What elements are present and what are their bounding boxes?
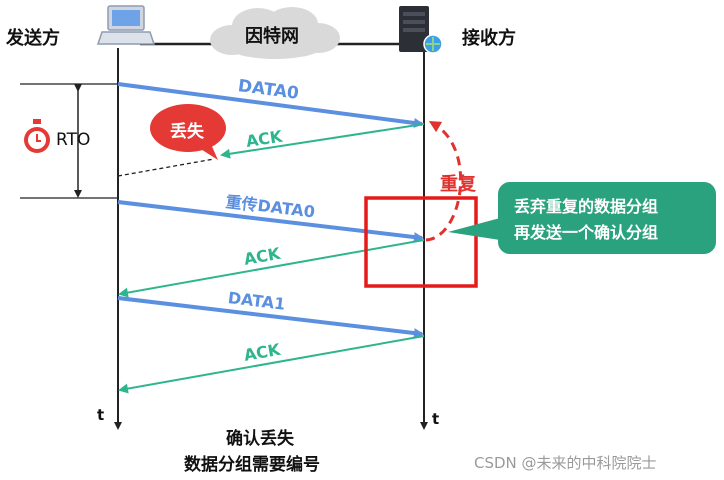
rto-label: RTO: [56, 130, 91, 150]
receiver-label: 接收方: [462, 28, 516, 49]
receiver-time-label: t: [432, 410, 440, 428]
laptop-icon: [96, 5, 156, 45]
sender-label: 发送方: [6, 28, 60, 49]
duplicate-label: 重复: [440, 174, 476, 195]
receiver-note-line2: 再发送一个确认分组: [514, 223, 659, 242]
lost-bubble: [150, 104, 226, 160]
cloud-icon: [210, 7, 340, 59]
ack-second-arrow: [118, 239, 425, 298]
receiver-note-line1: 丢弃重复的数据分组: [514, 197, 659, 216]
watermark: CSDN @未来的中科院院士: [474, 454, 657, 472]
receiver-note-box: [448, 182, 716, 254]
lost-label: 丢失: [170, 122, 204, 142]
data1-arrow: [117, 296, 424, 339]
timeout-dashed-line: [117, 158, 215, 177]
stopwatch-icon: [24, 119, 50, 153]
data0-arrow: [117, 82, 424, 128]
internet-label: 因特网: [245, 26, 299, 47]
retransmit-data0-arrow: [117, 200, 424, 243]
ack-lost-arrow: [220, 123, 425, 159]
ack-third-arrow: [118, 335, 425, 394]
server-icon: [399, 6, 443, 54]
footer-line2: 数据分组需要编号: [184, 455, 320, 475]
footer-line1: 确认丢失: [226, 429, 294, 449]
sender-time-label: t: [97, 406, 105, 424]
duplicate-curve: [425, 120, 463, 242]
duplicate-highlight-box: [364, 196, 478, 288]
